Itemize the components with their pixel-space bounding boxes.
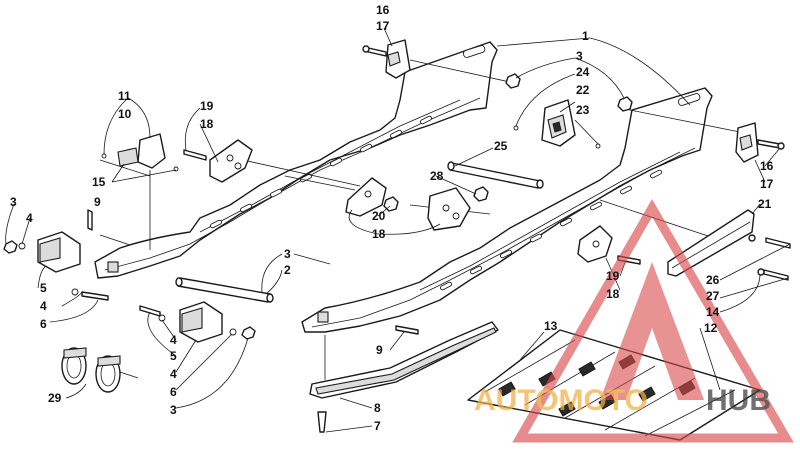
callout-labels: 16 17 1 3 24 22 23 11 10 19 18 25 15 16 … xyxy=(10,3,774,433)
callout-27: 27 xyxy=(706,289,720,303)
right-rail xyxy=(301,87,713,333)
callout-3: 3 xyxy=(576,49,583,63)
callout-17: 17 xyxy=(376,19,390,33)
bolt-9-left xyxy=(87,209,93,231)
callout-15: 15 xyxy=(92,175,106,189)
callout-8: 8 xyxy=(374,401,381,415)
cross-rod-2 xyxy=(175,277,274,303)
callout-18: 18 xyxy=(200,117,214,131)
callout-5-left: 5 xyxy=(40,281,47,295)
callout-25: 25 xyxy=(494,139,508,153)
nut-top-left xyxy=(505,73,521,89)
callout-4-left-lower: 4 xyxy=(40,299,47,313)
watermark-letter-a xyxy=(600,262,704,400)
mount-bracket-top xyxy=(362,39,411,79)
callout-9-right: 9 xyxy=(376,343,383,357)
right-rail-slots xyxy=(439,169,663,291)
callout-11: 11 xyxy=(118,89,131,103)
callout-2: 2 xyxy=(284,263,291,277)
callout-23: 23 xyxy=(576,103,590,117)
callout-24: 24 xyxy=(576,65,590,79)
left-rail-slots xyxy=(209,115,433,229)
bolt-9-right xyxy=(395,325,419,335)
callout-28: 28 xyxy=(430,169,444,183)
callout-29: 29 xyxy=(48,391,62,405)
watermark-text-left: AUTOMOTO xyxy=(474,384,648,417)
bolts-26-27 xyxy=(748,234,791,281)
callout-26: 26 xyxy=(706,273,720,287)
watermark-text-right: HUB xyxy=(706,384,771,417)
mount-bracket-right xyxy=(735,122,785,163)
callout-3-center: 3 xyxy=(284,247,291,261)
callout-5-center: 5 xyxy=(170,349,177,363)
callout-18-right: 18 xyxy=(606,287,620,301)
callout-14: 14 xyxy=(706,305,720,319)
callout-7: 7 xyxy=(374,419,381,433)
callout-3-left: 3 xyxy=(10,195,17,209)
callout-12: 12 xyxy=(704,321,718,335)
callout-22: 22 xyxy=(576,83,590,97)
callout-18-center: 18 xyxy=(372,227,386,241)
bracket-10 xyxy=(101,133,179,172)
callout-4-center-lower: 4 xyxy=(170,367,177,381)
callout-16-right: 16 xyxy=(760,159,774,173)
callout-10: 10 xyxy=(118,107,132,121)
stopper-block-center xyxy=(139,301,256,343)
callout-13: 13 xyxy=(544,319,558,333)
nut-top-right xyxy=(617,96,633,112)
arm-plate-18-center xyxy=(345,177,489,231)
slide-rail-8 xyxy=(309,321,499,433)
bracket-22 xyxy=(513,99,601,149)
callout-4-center-upper: 4 xyxy=(170,333,177,347)
watermark-triangle xyxy=(512,199,794,443)
callout-6-left: 6 xyxy=(40,317,47,331)
watermark-logo: AUTOMOTO HUB xyxy=(474,199,794,443)
callout-21: 21 xyxy=(758,197,772,211)
callout-6-center: 6 xyxy=(170,385,177,399)
leader-lines xyxy=(5,27,791,433)
callout-20: 20 xyxy=(372,209,386,223)
callout-4-left: 4 xyxy=(26,211,33,225)
arm-plate-18-left xyxy=(183,139,253,183)
cross-rod-25 xyxy=(447,161,544,189)
callout-19: 19 xyxy=(200,99,214,113)
callout-17-right: 17 xyxy=(760,177,774,191)
hose-clamps-29 xyxy=(61,347,121,393)
callout-19-right: 19 xyxy=(606,269,620,283)
callout-3-bottom: 3 xyxy=(170,403,177,417)
stopper-block-left xyxy=(3,231,109,301)
callout-16: 16 xyxy=(376,3,390,17)
callout-9-left: 9 xyxy=(94,195,101,209)
callout-1: 1 xyxy=(582,29,589,43)
